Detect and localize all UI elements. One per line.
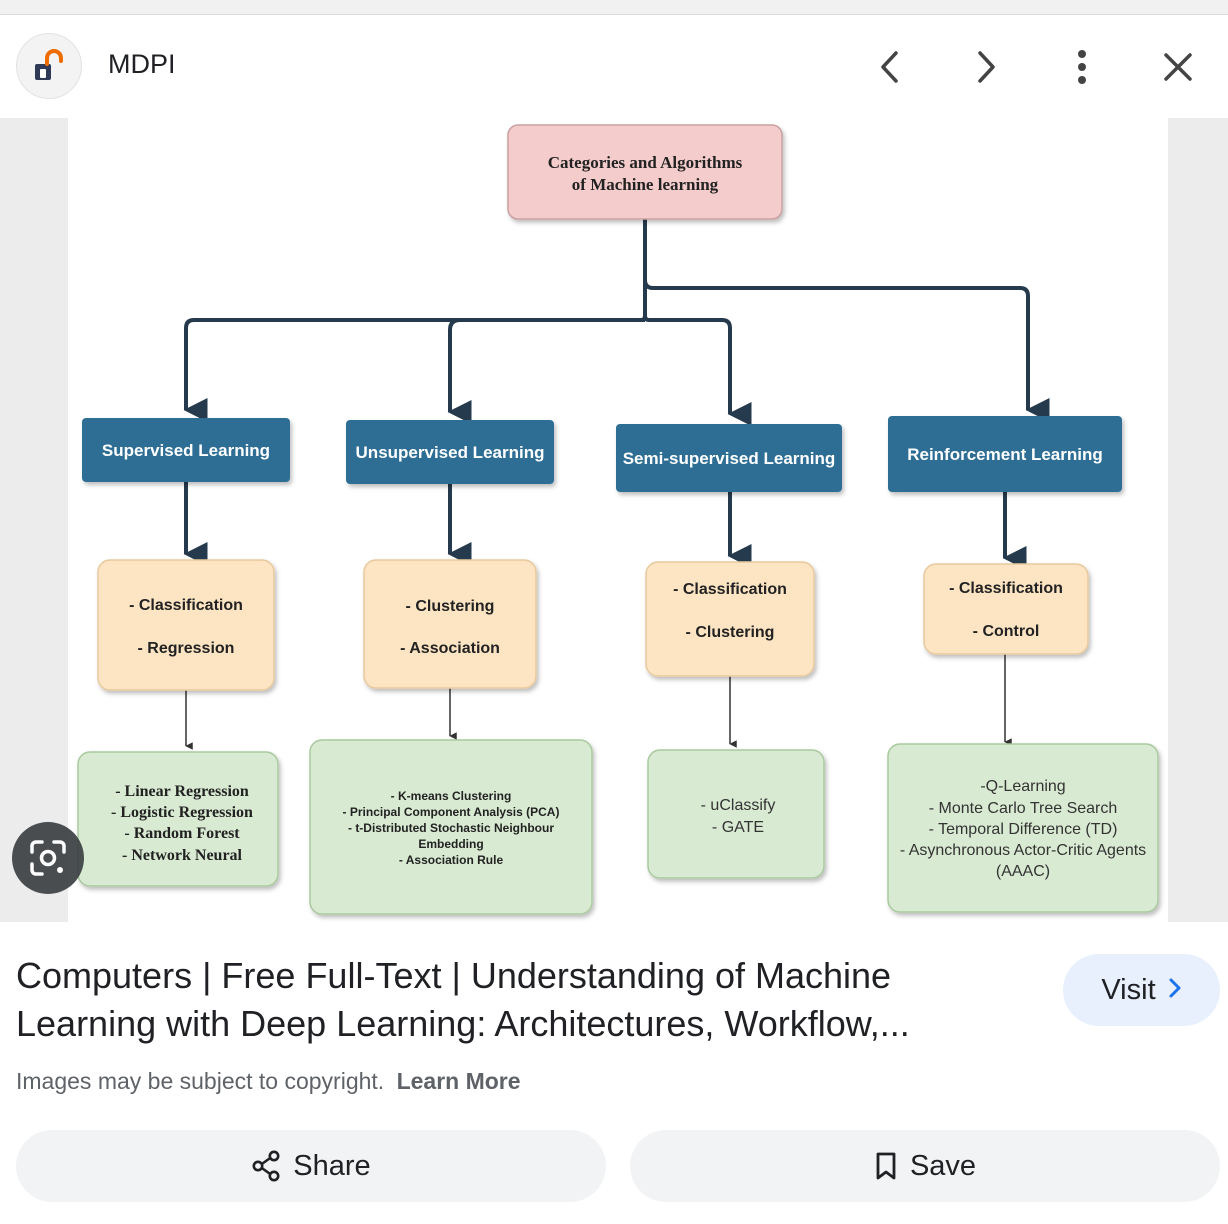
category-node-supervised: Supervised Learning [82, 418, 290, 482]
close-button[interactable] [1150, 39, 1206, 95]
share-label: Share [293, 1149, 371, 1182]
task-item: - Classification [673, 581, 787, 598]
algorithm-item: - K-means Clustering [391, 789, 512, 803]
category-node-reinforcement: Reinforcement Learning [888, 416, 1122, 492]
learn-more-link[interactable]: Learn More [396, 1068, 521, 1094]
algorithm-item: - Random Forest [124, 825, 240, 842]
viewer-header: MDPI [0, 15, 1228, 118]
visit-button[interactable]: Visit [1063, 954, 1220, 1026]
close-icon [1164, 53, 1192, 81]
result-title[interactable]: Computers | Free Full-Text | Understandi… [16, 955, 910, 1044]
unlock-icon [35, 49, 63, 80]
share-icon [252, 1150, 280, 1182]
chevron-right-icon [978, 51, 995, 83]
more-options-button[interactable] [1054, 39, 1110, 95]
task-item: - Classification [949, 580, 1063, 597]
more-vertical-icon [1078, 50, 1086, 84]
algorithm-item: - Principal Component Analysis (PCA) [343, 805, 560, 819]
task-item: - Control [973, 623, 1040, 640]
copyright-text: Images may be subject to copyright. [16, 1068, 385, 1094]
category-label: Reinforcement Learning [907, 445, 1103, 464]
algorithm-node-reinforcement: -Q-Learning - Monte Carlo Tree Search - … [887, 743, 1159, 913]
copyright-notice: Images may be subject to copyright. Lear… [16, 1068, 521, 1095]
source-favicon[interactable] [16, 33, 82, 99]
algorithm-item: -Q-Learning [980, 778, 1065, 795]
category-label: Supervised Learning [102, 441, 270, 460]
chevron-right-icon [1168, 974, 1182, 1006]
algorithm-item: Embedding [418, 837, 483, 851]
algorithm-item: - uClassify [701, 797, 776, 814]
category-label: Unsupervised Learning [356, 443, 545, 462]
task-item: - Clustering [686, 624, 775, 641]
algorithm-item: (AAAC) [996, 863, 1050, 880]
task-node-supervised: - Classification - Regression [97, 559, 275, 691]
next-button[interactable] [958, 39, 1014, 95]
algorithm-item: - Asynchronous Actor-Critic Agents [900, 842, 1146, 859]
algorithm-item: - Linear Regression [115, 783, 249, 800]
top-edge [0, 0, 1228, 15]
algorithm-item: - GATE [712, 819, 764, 836]
algorithm-item: - Logistic Regression [111, 804, 253, 821]
algorithm-item: - Temporal Difference (TD) [929, 821, 1118, 838]
source-name[interactable]: MDPI [108, 49, 176, 79]
root-title-line2: of Machine learning [572, 175, 719, 194]
algorithm-node-unsupervised: - K-means Clustering - Principal Compone… [309, 739, 593, 915]
category-node-unsupervised: Unsupervised Learning [346, 420, 554, 484]
task-node-unsupervised: - Clustering - Association [363, 559, 537, 689]
root-connectors [183, 218, 1050, 426]
algorithm-item: - Monte Carlo Tree Search [929, 800, 1118, 817]
previous-button[interactable] [862, 39, 918, 95]
preview-image[interactable]: Categories and Algorithms of Machine lea… [0, 118, 1228, 922]
root-title-line1: Categories and Algorithms [548, 153, 743, 172]
category-label: Semi-supervised Learning [623, 449, 836, 468]
algorithm-node-supervised: - Linear Regression - Logistic Regressio… [77, 751, 279, 887]
algorithm-node-semi-supervised: - uClassify - GATE [647, 749, 825, 879]
task-item: - Regression [138, 640, 235, 657]
ml-categories-diagram: Categories and Algorithms of Machine lea… [68, 118, 1168, 922]
chevron-left-icon [881, 51, 898, 83]
algorithm-item: - t-Distributed Stochastic Neighbour [348, 821, 554, 835]
category-connectors [183, 482, 1027, 570]
lens-search-button[interactable] [12, 822, 84, 894]
task-connectors [185, 654, 1012, 750]
task-node-semi-supervised: - Classification - Clustering [645, 561, 815, 677]
lens-search-icon [30, 840, 66, 876]
save-label: Save [909, 1149, 977, 1182]
share-button[interactable]: Share [16, 1130, 606, 1202]
algorithm-item: - Association Rule [399, 853, 504, 867]
task-item: - Classification [129, 597, 243, 614]
algorithm-item: - Network Neural [122, 847, 243, 864]
task-item: - Clustering [406, 598, 495, 615]
root-node: Categories and Algorithms of Machine lea… [507, 124, 783, 220]
save-button[interactable]: Save [630, 1130, 1220, 1202]
category-node-semi-supervised: Semi-supervised Learning [616, 424, 842, 492]
bookmark-icon [876, 1152, 896, 1180]
visit-label: Visit [1101, 973, 1156, 1006]
task-item: - Association [400, 640, 500, 657]
task-node-reinforcement: - Classification - Control [923, 563, 1089, 655]
